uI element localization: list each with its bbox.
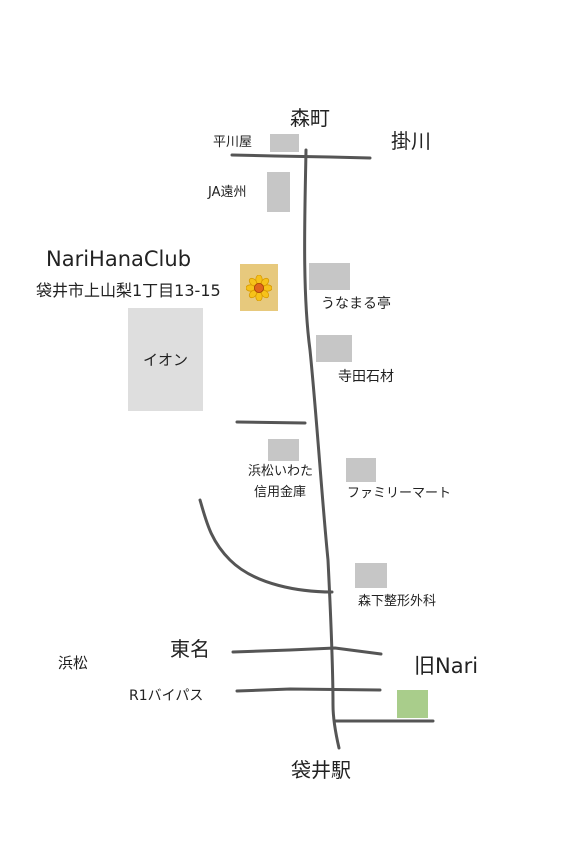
familymart-label: ファミリーマート: [347, 486, 452, 501]
morimachi-label: 森町: [290, 106, 330, 130]
tomei-expressway: [231, 646, 383, 656]
narihana-club-address: 袋井市上山梨1丁目13-15: [36, 281, 221, 300]
aeon-building: イオン: [128, 308, 203, 411]
narihana-club-marker[interactable]: [240, 264, 278, 311]
west-branch-road: [198, 498, 334, 594]
sunflower-icon: [246, 274, 272, 301]
shinkin-label-line2: 信用金庫: [254, 485, 307, 500]
hirakawaya-building: [270, 134, 299, 152]
hamamatsu-label: 浜松: [58, 654, 89, 672]
terada-label: 寺田石材: [338, 369, 394, 385]
r1-bypass-road: [235, 687, 382, 693]
morishita-label: 森下整形外科: [358, 594, 437, 609]
shinkin-building: [268, 439, 299, 461]
morishita-building: [355, 563, 387, 588]
aeon-north-road: [235, 420, 307, 425]
fukuroi-station-label: 袋井駅: [291, 758, 351, 782]
narihana-club-name: NariHanaClub: [46, 247, 192, 271]
kakegawa-road: [230, 153, 372, 160]
familymart-building: [346, 458, 376, 482]
shinkin-label-line1: 浜松いわた: [248, 464, 314, 479]
unamarutei-label: うなまる亭: [321, 296, 391, 312]
r1-bypass-label: R1バイパス: [129, 688, 204, 704]
kyu-nari-label: 旧Nari: [414, 654, 479, 678]
ja-enshu-building: [267, 172, 290, 212]
aeon-label: イオン: [142, 351, 188, 369]
unamarutei-building: [309, 263, 350, 290]
terada-building: [316, 335, 352, 362]
main-road: [303, 148, 341, 750]
hirakawaya-label: 平川屋: [213, 135, 253, 150]
ja-enshu-label: JA遠州: [208, 185, 247, 200]
kyu-nari-marker[interactable]: [397, 690, 428, 718]
kakegawa-label: 掛川: [391, 129, 431, 153]
tomei-label: 東名: [170, 637, 210, 661]
